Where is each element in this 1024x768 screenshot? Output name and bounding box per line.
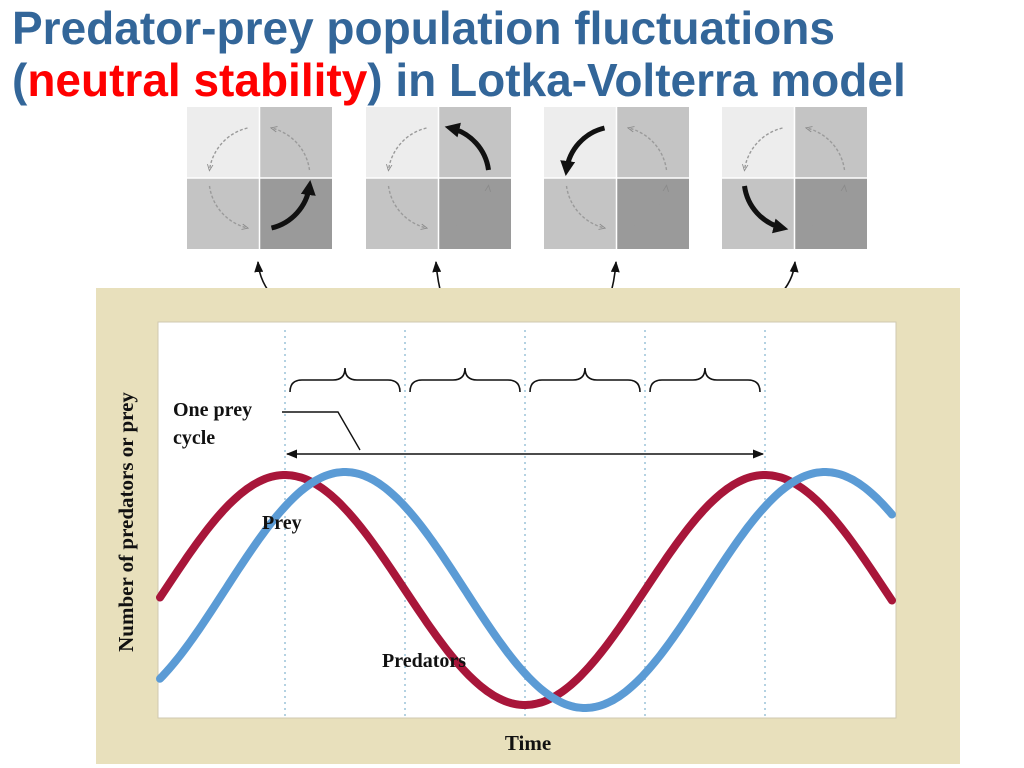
brace — [649, 367, 761, 393]
dashed-cycle-arrow-icon — [565, 185, 605, 228]
dashed-cycle-arrow-icon — [806, 186, 845, 229]
phase-braces — [289, 367, 761, 393]
dashed-cycle-arrow-icon — [387, 185, 427, 228]
quadrant-panel — [366, 107, 511, 249]
predator-curve — [156, 471, 896, 709]
x-axis-label: Time — [505, 731, 551, 755]
quadrant-panel — [544, 107, 689, 249]
prey-curve — [156, 468, 896, 712]
quadrant-cell — [722, 107, 795, 178]
quadrant-cell — [794, 178, 867, 249]
dashed-cycle-arrow-icon — [272, 128, 311, 171]
phase-guides — [284, 330, 766, 716]
dashed-cycle-arrow-icon — [389, 127, 427, 170]
title-line-1: Predator-prey population fluctuations — [12, 2, 835, 54]
slide-title: Predator-prey population fluctuations (n… — [12, 2, 906, 106]
prey-label: Prey — [262, 512, 302, 534]
title-line-2-rest: ) in Lotka-Volterra model — [367, 54, 906, 106]
quadrant-panel — [722, 107, 867, 249]
dashed-cycle-arrow-icon — [450, 186, 489, 229]
dashed-cycle-arrow-icon — [210, 127, 248, 170]
cycle-arrow-icon — [270, 180, 316, 231]
brace — [529, 367, 641, 393]
cycle-arrow-icon — [742, 185, 789, 234]
quadrant-cell — [187, 107, 260, 178]
quadrant-cell — [438, 178, 511, 249]
cycle-arrow-icon — [444, 122, 491, 171]
one-prey-cycle-label-2: cycle — [173, 427, 215, 449]
brace — [409, 367, 521, 393]
plot-area — [158, 322, 896, 718]
dashed-cycle-arrow-icon — [807, 128, 846, 171]
y-axis-label: Number of predators or prey — [114, 392, 138, 652]
quadrant-panel — [187, 107, 332, 249]
quadrant-cell — [366, 107, 439, 178]
quadrant-panels — [187, 107, 867, 249]
dashed-cycle-arrow-icon — [208, 185, 248, 228]
cycle-label-leader — [282, 411, 361, 451]
dashed-cycle-arrow-icon — [629, 128, 668, 171]
dashed-cycle-arrow-icon — [745, 127, 783, 170]
brace — [289, 367, 401, 393]
quadrant-cell — [616, 178, 689, 249]
dashed-cycle-arrow-icon — [628, 186, 667, 229]
one-prey-cycle-label: One prey — [173, 399, 252, 421]
title-highlight: neutral stability — [27, 54, 368, 106]
cycle-arrow-icon — [560, 125, 606, 176]
title-paren-open: ( — [12, 54, 28, 106]
predators-label: Predators — [382, 650, 466, 672]
